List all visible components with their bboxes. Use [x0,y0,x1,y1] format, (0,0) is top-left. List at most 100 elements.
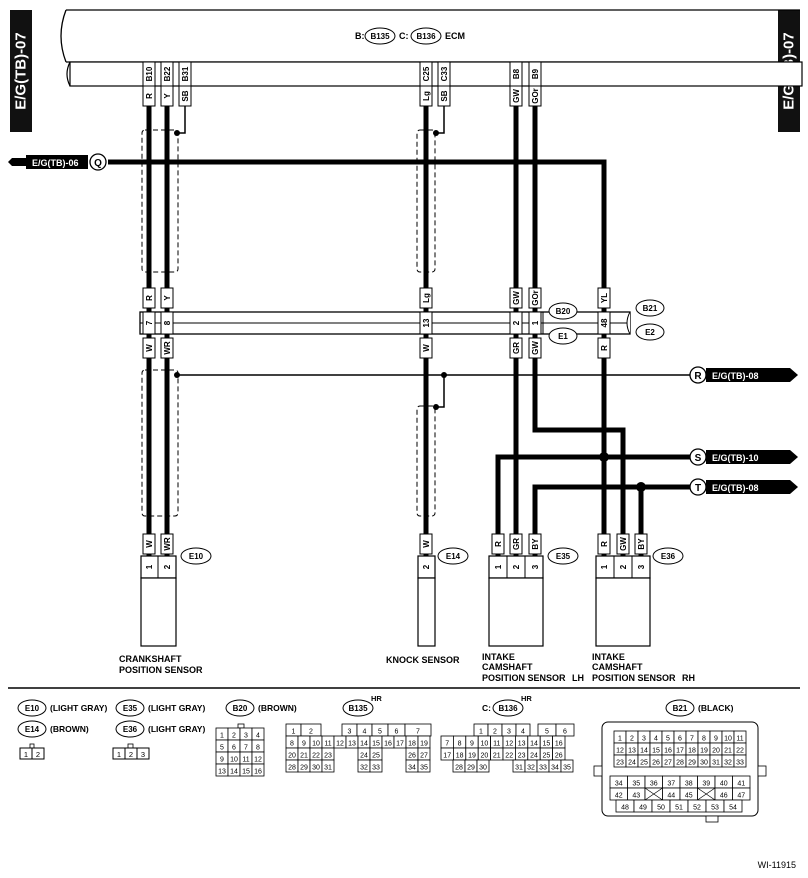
pin-number: 32 [724,760,732,767]
pin-number: 5 [545,729,549,736]
svg-text:GW: GW [531,341,540,355]
svg-text:B21: B21 [673,704,688,713]
wire-tag: GW [616,533,630,555]
pin-number: 4 [654,736,658,743]
pin-number: 16 [664,748,672,755]
pin-number: 15 [372,741,380,748]
svg-text:B20: B20 [233,704,248,713]
pin-number: 48 [621,805,629,812]
pin-number: 53 [711,805,719,812]
ecm-c-prefix: C: [399,31,409,41]
svg-text:2: 2 [422,564,431,569]
sensor-e14: W 2 E14 KNOCK SENSOR [386,533,469,665]
pin-number: 31 [515,765,523,772]
svg-text:GW: GW [619,537,628,551]
svg-text:R: R [600,345,609,351]
pin-number: 30 [700,760,708,767]
pin-number: 18 [408,741,416,748]
offpage-r: R E/G(TB)-08 [689,366,798,384]
pin-number: 22 [312,753,320,760]
pin-number: 16 [555,741,563,748]
pin-number: 24 [530,753,538,760]
svg-text:2: 2 [512,320,521,325]
pin-number: 3 [244,733,248,740]
pin-number: 1 [292,729,296,736]
pin-number: 19 [420,741,428,748]
wire-tag: GW [528,337,542,359]
ecm-b-prefix: B: [355,31,365,41]
svg-text:(BROWN): (BROWN) [258,703,297,713]
svg-text:T: T [695,483,701,494]
svg-text:LH: LH [572,673,584,683]
pin-cell [733,754,747,768]
wire-tag: BY [634,533,648,555]
wire-tag: R [597,337,611,359]
svg-text:(LIGHT GRAY): (LIGHT GRAY) [148,724,205,734]
wire-tag: GW [509,287,523,309]
ecm-pin: B8 [509,61,523,87]
pin-number: 2 [309,729,313,736]
pin-number: 27 [664,760,672,767]
svg-text:(LIGHT GRAY): (LIGHT GRAY) [50,703,107,713]
ecm-c-conn: B136 [416,32,436,41]
pin-number: 3 [507,729,511,736]
joint-pin: 7 [142,311,156,335]
pin: 2 [422,564,431,569]
joint-pins: 7 8 13 2 1 48 [142,311,611,335]
legend-b21-label: B21 (BLACK) [665,699,734,717]
b20-label: B20 [556,307,571,316]
pin-number: 33 [736,760,744,767]
svg-text:R: R [145,93,154,99]
e2-label: E2 [645,328,655,337]
pin-number: 10 [724,736,732,743]
pin-number: 32 [527,765,535,772]
wire-tag: GOr [528,287,542,309]
wire-tag: SB [437,85,451,107]
pin: 1 [494,564,503,569]
pin-number: 51 [675,805,683,812]
pin-number: 16 [384,741,392,748]
b21-label: B21 [643,304,658,313]
joint-pin: 2 [509,311,523,335]
wire-tag: W [142,533,156,555]
ecm-pin: B31 [178,61,192,87]
pin-number: 43 [632,793,640,800]
pin-number: 9 [470,741,474,748]
svg-text:1: 1 [600,564,609,569]
pin-number: 49 [639,805,647,812]
e1-label: E1 [558,332,568,341]
pin-number: 30 [312,765,320,772]
wire-tag: WR [160,533,174,555]
pin-number: 13 [218,769,226,776]
svg-text:B31: B31 [181,66,190,81]
ecm-pin: B22 [160,61,174,87]
pin-number: 7 [445,741,449,748]
pin-number: 9 [302,741,306,748]
svg-text:WR: WR [163,537,172,551]
pin-number: 23 [518,753,526,760]
face-e10-e14: 1 2 [19,743,45,760]
pin-number: 26 [652,760,660,767]
pin-number: 21 [493,753,501,760]
pin-number: 6 [232,745,236,752]
svg-text:E36: E36 [123,725,138,734]
pin-number: 20 [288,753,296,760]
joint-pin: 13 [419,311,433,335]
pin-number: 7 [416,729,420,736]
svg-text:WR: WR [163,341,172,355]
svg-text:HR: HR [521,694,532,703]
ecm-pin: B9 [528,61,542,87]
pin-number: 14 [530,741,538,748]
pin-number: 17 [443,753,451,760]
wire-tag: WR [160,337,174,359]
pin-number: 9 [714,736,718,743]
pin-number: 54 [729,805,737,812]
svg-text:GW: GW [512,291,521,305]
svg-text:E36: E36 [661,552,676,561]
pin-number: 24 [628,760,636,767]
pin-number: 33 [372,765,380,772]
